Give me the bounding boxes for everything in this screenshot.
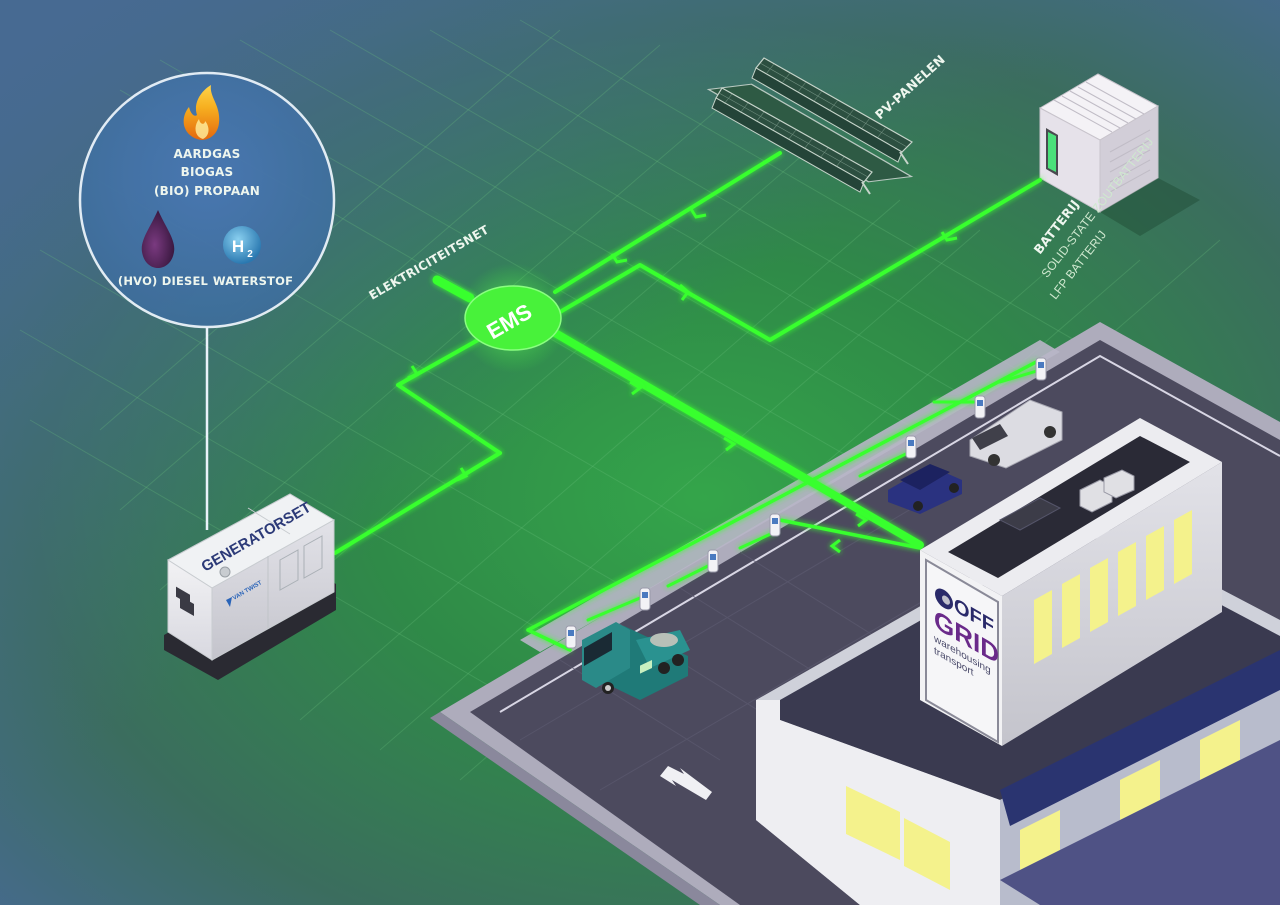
fuel-label-aardgas: AARDGAS [174, 147, 241, 161]
charger [769, 513, 781, 537]
white-van [969, 399, 1063, 469]
flow-generator-to-ems [333, 451, 502, 555]
flow-arrows [407, 208, 958, 554]
flow-battery-to-ems [558, 178, 1042, 342]
charger [707, 549, 719, 573]
blue-car [888, 464, 962, 514]
pv-panels [706, 57, 914, 195]
direction-arrow-icon [660, 766, 712, 800]
building-tower: OFF GRID warehousing transport [920, 418, 1222, 746]
svg-text:H: H [232, 237, 244, 256]
oil-drop-icon [141, 210, 175, 268]
fuel-label-diesel: (HVO) DIESEL [118, 274, 209, 288]
hydrogen-icon: H 2 [223, 226, 261, 264]
ems-node: EMS [458, 263, 568, 373]
fuel-label-waterstof: WATERSTOF [213, 274, 293, 288]
fuel-label-propaan: (BIO) PROPAAN [154, 184, 260, 198]
charger [639, 587, 651, 611]
charger [1035, 357, 1047, 381]
electric-truck [582, 622, 690, 700]
flow-ems-to-building [546, 326, 924, 549]
lit-window [904, 818, 950, 890]
off-grid-sign: OFF GRID warehousing transport [925, 558, 999, 744]
loading-canopy [1000, 650, 1280, 826]
flame-icon [183, 85, 220, 140]
flow-pv-to-ems [553, 151, 782, 294]
charger [974, 395, 986, 419]
fuel-sources-circle: AARDGAS BIOGAS (BIO) PROPAAN (HVO) DIESE… [78, 71, 336, 530]
rooftop-ac-units [1079, 469, 1135, 513]
battery-shadow [1100, 178, 1200, 236]
charger [905, 435, 917, 459]
svg-text:2: 2 [247, 249, 253, 260]
ev-chargers [565, 357, 1047, 649]
tower-windows [1034, 510, 1192, 664]
generator-set: GENERATORSET VAN TWIST [164, 493, 336, 680]
fuel-label-biogas: BIOGAS [181, 165, 234, 179]
charger [565, 625, 577, 649]
battery-container [1038, 73, 1200, 236]
lit-window [846, 786, 900, 860]
sidewalk [520, 340, 1060, 652]
flow-charger-bus [526, 360, 1038, 632]
